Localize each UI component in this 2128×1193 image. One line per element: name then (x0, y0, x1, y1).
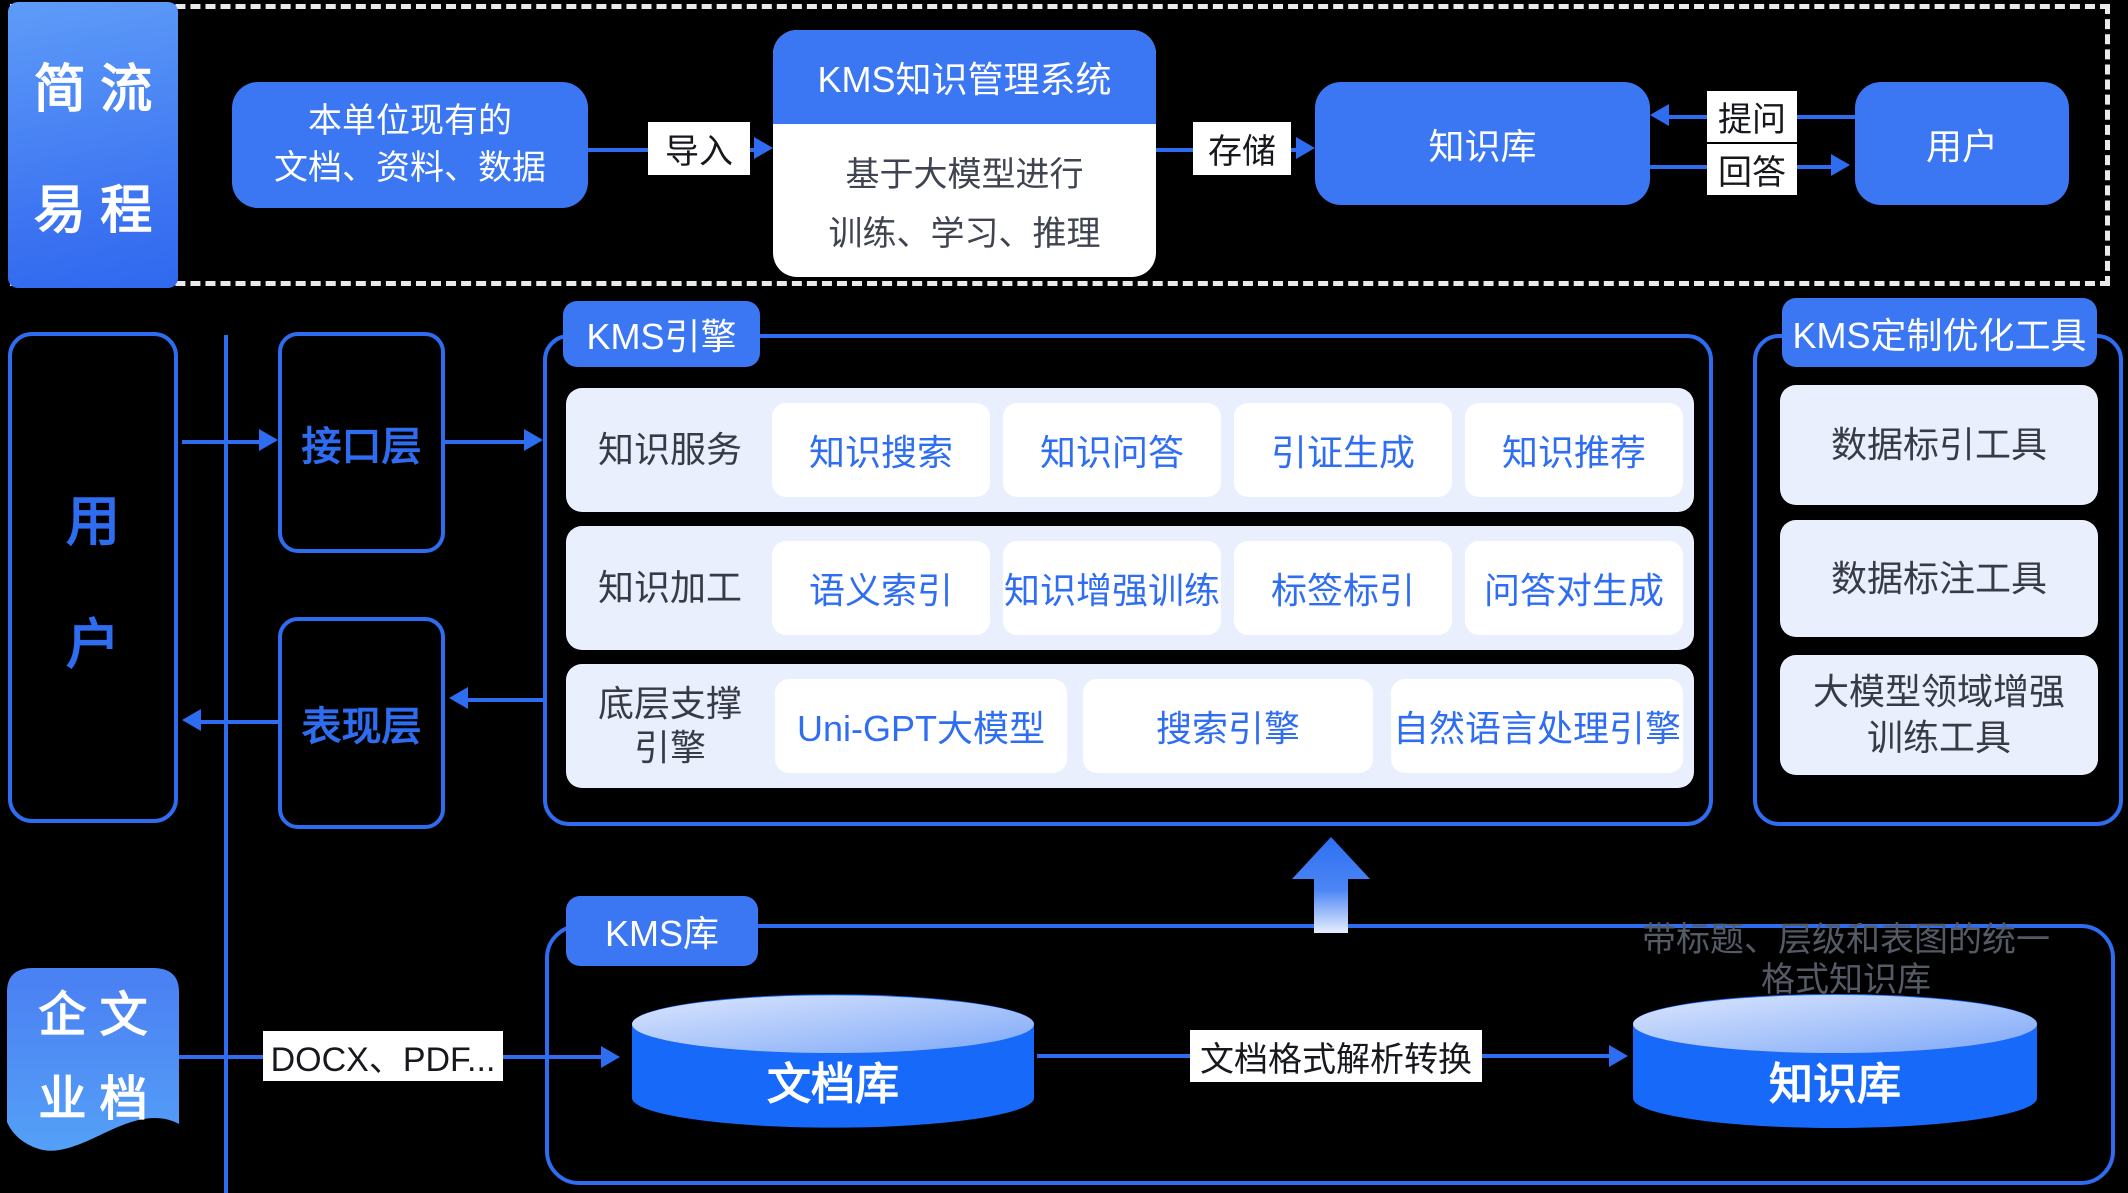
arrow-presentation-to-user-line (200, 720, 278, 724)
knowledge-base-node: 知识库 (1315, 82, 1650, 205)
simple-flow-tag: 简 流 易 程 (8, 2, 178, 288)
kms-tools-tag: KMS定制优化工具 (1782, 298, 2097, 367)
chip-citation-generation: 引证生成 (1234, 403, 1452, 497)
answer-label: 回答 (1707, 144, 1797, 195)
enterprise-doc-line: 业 档 (38, 1073, 148, 1126)
flow-tag-line: 易 程 (33, 182, 153, 240)
arrow-user-to-interface-head (259, 429, 278, 451)
annotation-line: 带标题、层级和表图的统一 (1642, 921, 2050, 959)
tool-data-annotation: 数据标注工具 (1780, 520, 2098, 637)
chip-knowledge-enhanced-training: 知识增强训练 (1003, 541, 1221, 635)
ask-label: 提问 (1707, 91, 1797, 142)
arrow-presentation-to-user-head (182, 709, 201, 731)
tool-data-indexing: 数据标引工具 (1780, 385, 2098, 505)
up-arrow-icon (1292, 837, 1370, 933)
arrow-engine-to-presentation-line (467, 698, 543, 702)
tool-item-line: 数据标引工具 (1830, 424, 2047, 465)
store-label: 存储 (1193, 122, 1291, 175)
kms-system-body-line: 训练、学习、推理 (828, 214, 1101, 253)
chip-semantic-index: 语义索引 (772, 541, 990, 635)
bus-line-vertical (224, 335, 228, 1193)
kms-library-tag: KMS库 (566, 896, 758, 966)
knowledge-store-cylinder (1633, 994, 2037, 1128)
docx-label: DOCX、PDF... (263, 1031, 503, 1081)
kms-system-node: KMS知识管理系统 基于大模型进行 训练、学习、推理 (773, 30, 1156, 277)
engine-row-label: 知识加工 (570, 526, 770, 650)
source-data-line: 本单位现有的 (308, 102, 512, 140)
arrow-docx-head (601, 1046, 620, 1068)
arrow-interface-to-engine-line (445, 440, 527, 444)
engine-row-label: 知识服务 (570, 388, 770, 512)
source-data-node: 本单位现有的 文档、资料、数据 (232, 82, 588, 208)
engine-row-label-line: 引擎 (633, 727, 706, 768)
interface-layer-node: 接口层 (278, 332, 445, 553)
tool-item-line: 大模型领域增强 (1812, 671, 2065, 712)
tool-item-line: 训练工具 (1866, 717, 2011, 758)
chip-knowledge-qa: 知识问答 (1003, 403, 1221, 497)
convert-label: 文档格式解析转换 (1190, 1030, 1482, 1082)
engine-row-label-line: 底层支撑 (597, 683, 742, 724)
chip-qa-pair-generation: 问答对生成 (1465, 541, 1683, 635)
user-panel-char: 户 (66, 614, 120, 675)
arrow-answer-head (1831, 154, 1850, 176)
kms-system-body: 基于大模型进行 训练、学习、推理 (773, 124, 1156, 277)
kms-engine-tag: KMS引擎 (563, 301, 760, 367)
arrow-import-head (754, 137, 773, 159)
arrow-engine-to-presentation-head (449, 687, 468, 709)
presentation-layer-node: 表现层 (278, 617, 445, 829)
annotation-line: 格式知识库 (1761, 961, 1931, 999)
import-label: 导入 (648, 122, 750, 175)
knowledge-store-annotation: 带标题、层级和表图的统一 格式知识库 (1618, 920, 2074, 1000)
tool-domain-enhanced-training: 大模型领域增强 训练工具 (1780, 655, 2098, 775)
tool-item-line: 数据标注工具 (1830, 557, 2047, 599)
kms-engine-container (543, 334, 1713, 826)
doc-store-label: 文档库 (767, 1060, 899, 1109)
source-data-line: 文档、资料、数据 (274, 149, 546, 187)
doc-store-cylinder (631, 994, 1035, 1128)
arrow-user-to-interface-line (182, 440, 262, 444)
user-panel: 用 户 (8, 332, 178, 823)
enterprise-doc-label: 企 文 业 档 (7, 964, 179, 1140)
engine-row-label: 底层支撑 引擎 (570, 664, 770, 788)
engine-row-label-line: 知识加工 (597, 567, 742, 608)
chip-unigpt-model: Uni-GPT大模型 (775, 679, 1067, 773)
arrow-convert-head (1609, 1045, 1628, 1067)
chip-knowledge-recommendation: 知识推荐 (1465, 403, 1683, 497)
engine-row-label-line: 知识服务 (597, 429, 742, 470)
knowledge-store-label: 知识库 (1769, 1060, 1901, 1109)
kms-system-body-line: 基于大模型进行 (845, 155, 1084, 194)
chip-knowledge-search: 知识搜索 (772, 403, 990, 497)
chip-nlp-engine: 自然语言处理引擎 (1391, 679, 1683, 773)
arrow-interface-to-engine-head (524, 429, 543, 451)
user-panel-char: 用 (66, 491, 120, 552)
arrow-ask-head (1650, 104, 1669, 126)
enterprise-doc-line: 企 文 (38, 989, 148, 1042)
chip-tag-indexing: 标签标引 (1234, 541, 1452, 635)
kms-system-header: KMS知识管理系统 (773, 30, 1156, 124)
arrow-store-head (1296, 137, 1315, 159)
enterprise-doc-shape (7, 968, 179, 1151)
chip-search-engine: 搜索引擎 (1083, 679, 1373, 773)
top-user-node: 用户 (1855, 82, 2069, 205)
flow-tag-line: 简 流 (33, 61, 153, 119)
